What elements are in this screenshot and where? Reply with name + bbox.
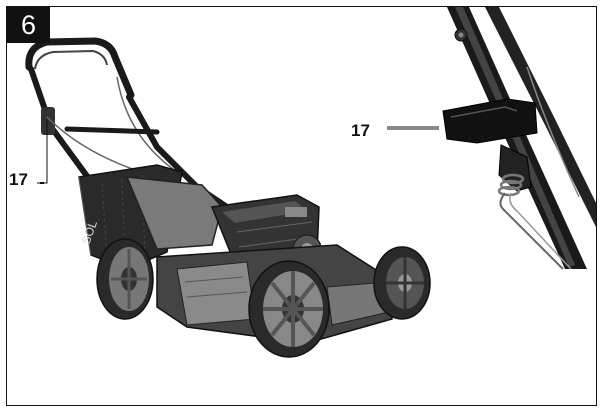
- handle-lever: [41, 107, 55, 135]
- figure-number-badge: 6: [7, 7, 50, 43]
- lawn-mower-illustration: SOL: [25, 7, 596, 358]
- callout-label-left: 17: [9, 170, 28, 189]
- rear-left-wheel: [96, 238, 154, 320]
- front-far-wheel: [373, 246, 431, 320]
- figure-frame: SOL: [6, 6, 597, 406]
- callout-label-right: 17: [351, 121, 370, 140]
- handle-closeup: [442, 7, 596, 270]
- front-wheel: [248, 260, 330, 358]
